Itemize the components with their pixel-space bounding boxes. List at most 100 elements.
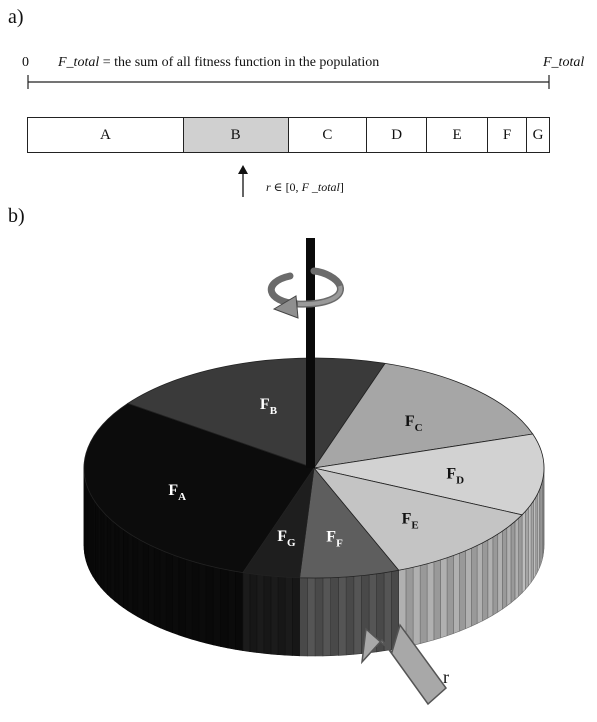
rim-segment-f bbox=[338, 576, 347, 656]
pointer-text-r: r bbox=[266, 180, 271, 194]
bar-segment-label: D bbox=[391, 126, 403, 143]
bar-segment-d: D bbox=[367, 118, 428, 152]
pie-label-c: FC bbox=[405, 413, 423, 434]
wheel-rim bbox=[83, 463, 545, 657]
rim-segment-a bbox=[172, 554, 180, 636]
bar-segment-e: E bbox=[427, 118, 489, 152]
rim-segment-a bbox=[220, 568, 229, 649]
rim-segment-f bbox=[299, 577, 308, 657]
bar-segment-a: A bbox=[28, 118, 184, 152]
rim-segment-d bbox=[530, 499, 534, 584]
rim-segment-a bbox=[159, 549, 167, 631]
rim-segment-g bbox=[270, 575, 279, 655]
rim-segment-a bbox=[185, 558, 193, 640]
rim-segment-g bbox=[249, 573, 258, 653]
input-arrow-label: r bbox=[443, 667, 449, 687]
rim-segment-a bbox=[235, 571, 244, 651]
pie-slice-e bbox=[312, 467, 523, 571]
rim-segment-a bbox=[97, 504, 102, 589]
rim-segment-a bbox=[127, 532, 134, 615]
rim-segment-a bbox=[178, 556, 186, 638]
pointer-arrow bbox=[238, 165, 248, 197]
pointer-text-interval-open: [0, bbox=[285, 180, 299, 194]
rim-segment-d bbox=[528, 503, 532, 587]
bar-segment-c: C bbox=[288, 118, 368, 152]
rim-segment-e bbox=[412, 565, 421, 646]
rim-segment-a bbox=[153, 546, 161, 629]
rim-segment-e bbox=[453, 552, 460, 634]
rim-segment-e bbox=[502, 527, 508, 610]
pie-label-g: FG bbox=[277, 528, 296, 549]
rim-segment-e bbox=[433, 559, 441, 641]
rim-segment-e bbox=[446, 555, 454, 637]
rotation-arrow-icon bbox=[268, 267, 344, 319]
rim-segment-g bbox=[256, 574, 265, 654]
rim-segment-e bbox=[459, 550, 466, 632]
rim-segment-a bbox=[137, 538, 144, 621]
part-a-label: a) bbox=[8, 6, 24, 28]
rim-segment-a bbox=[94, 501, 99, 585]
rim-segment-a bbox=[90, 493, 94, 578]
rim-segment-a bbox=[205, 564, 214, 646]
pointer-text-in: ∈ bbox=[273, 180, 283, 194]
pointer-text-interval-close: ] bbox=[339, 180, 344, 194]
part-b-label: b) bbox=[8, 205, 25, 227]
scale-line bbox=[27, 75, 550, 89]
rim-segment-a bbox=[212, 566, 221, 647]
pie-label-e: FE bbox=[402, 511, 419, 532]
rim-segment-a bbox=[110, 518, 116, 602]
rim-segment-e bbox=[510, 520, 516, 604]
rim-segment-e bbox=[465, 547, 472, 630]
rim-segment-d bbox=[521, 510, 526, 594]
rim-segment-f bbox=[330, 577, 339, 657]
rim-segment-a bbox=[191, 560, 200, 642]
rim-segment-e bbox=[487, 536, 494, 619]
rim-segment-a bbox=[92, 497, 96, 582]
rim-segment-a bbox=[114, 522, 120, 605]
pie-slice-b bbox=[127, 357, 386, 469]
rim-segment-g bbox=[284, 576, 293, 656]
bar-segment-b: B bbox=[183, 118, 289, 152]
rim-segment-g bbox=[242, 572, 251, 652]
rim-segment-a bbox=[132, 535, 139, 618]
rim-segment-e bbox=[482, 539, 489, 622]
rim-segment-g bbox=[277, 576, 286, 656]
pointer-text-variable: F _total bbox=[301, 180, 340, 194]
rim-segment-e bbox=[506, 524, 512, 607]
rim-segment-e bbox=[471, 545, 478, 627]
rim-segment-f bbox=[383, 571, 392, 652]
pointer-text: r ∈ [0, F _total] bbox=[266, 180, 344, 195]
pie-label-b: FB bbox=[260, 396, 278, 417]
rim-segment-a bbox=[148, 543, 155, 626]
rim-segment-f bbox=[314, 577, 324, 657]
rim-segment-a bbox=[123, 528, 129, 612]
pie-label-a: FA bbox=[168, 482, 186, 503]
rim-segment-e bbox=[440, 557, 448, 639]
bar-segment-label: E bbox=[452, 126, 462, 143]
rim-segment-e bbox=[426, 561, 435, 643]
rim-segment-a bbox=[227, 569, 236, 650]
rim-segment-e bbox=[419, 563, 428, 644]
rim-segment-a bbox=[100, 508, 105, 592]
rim-segment-d bbox=[525, 507, 529, 591]
scale-description: F_total = the sum of all fitness functio… bbox=[58, 55, 379, 71]
rim-segment-e bbox=[497, 530, 503, 613]
bar-segment-label: G bbox=[532, 126, 544, 143]
pie-slice-d bbox=[313, 433, 545, 516]
rim-segment-d bbox=[533, 496, 537, 580]
spindle bbox=[306, 238, 315, 468]
rim-segment-e bbox=[476, 542, 483, 625]
bar-segment-label: A bbox=[99, 126, 111, 143]
rim-segment-a bbox=[118, 525, 124, 609]
rim-segment-a bbox=[103, 512, 108, 595]
rim-segment-a bbox=[142, 541, 149, 623]
bar-segment-label: B bbox=[230, 126, 241, 143]
pie-slice-f bbox=[299, 467, 400, 579]
rim-segment-a bbox=[106, 515, 112, 599]
rim-segment-e bbox=[518, 514, 523, 597]
pie-slice-a bbox=[83, 402, 315, 574]
pie-label-d: FD bbox=[446, 465, 464, 486]
